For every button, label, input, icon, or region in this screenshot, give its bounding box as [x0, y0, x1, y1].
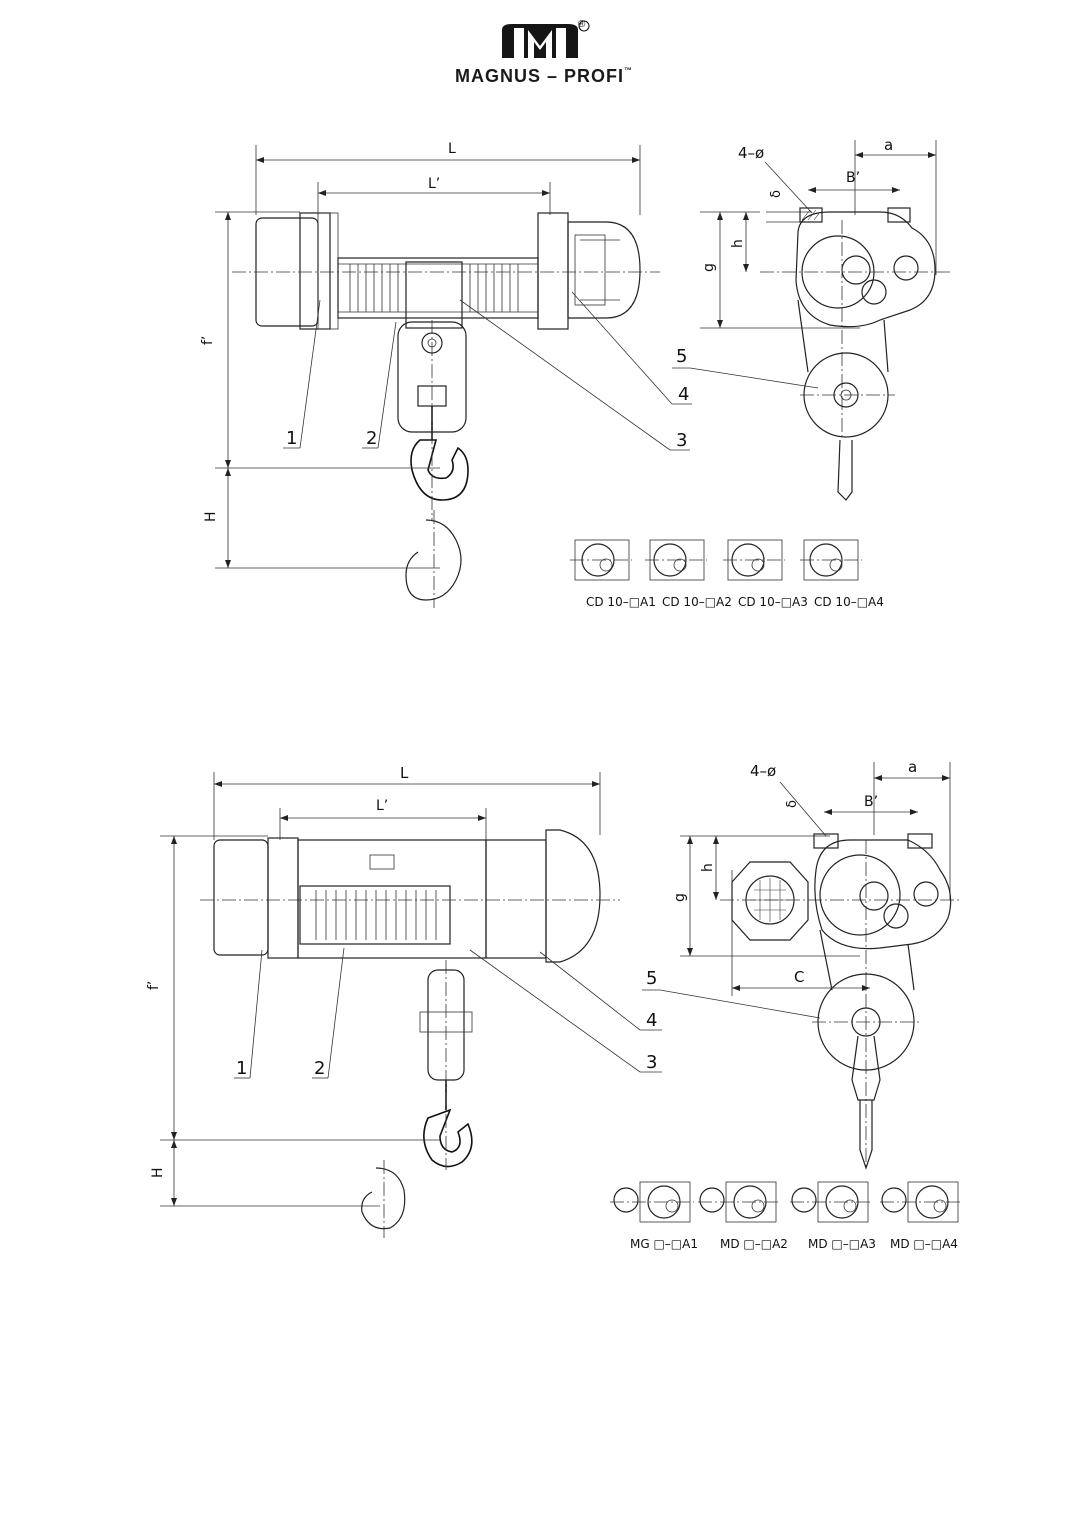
bottom-variant-icons: MG □–□A1 MD □–□A2 MD □–□A3 MD □–□A4 [610, 1181, 962, 1251]
dim-h-bottom: h [700, 863, 716, 872]
dim-g-bottom: g [672, 893, 688, 902]
variant-label-md-a4: MD □–□A4 [890, 1237, 958, 1251]
variant-label-cd-a3: CD 10–□A3 [738, 595, 808, 609]
variant-icon-cd-a3 [723, 539, 785, 581]
dim-L-top: L [448, 141, 456, 157]
dim-H-top: H [203, 511, 219, 522]
top-front-view: L L’ [200, 141, 692, 608]
dim-hole-top: 4–ø [738, 144, 764, 162]
callout-1-bottom: 1 [236, 1058, 247, 1079]
variant-icon-mg-a1 [610, 1181, 694, 1223]
variant-icon-cd-a1 [570, 539, 632, 581]
motor-grille [750, 878, 790, 922]
callout-2-bottom: 2 [314, 1058, 325, 1079]
brand-logo [440, 18, 650, 98]
dim-Lprime-bottom: L’ [376, 798, 388, 814]
bottom-side-view: a B’ 4–ø δ h g C [642, 758, 960, 1170]
variant-label-cd-a4: CD 10–□A4 [814, 595, 884, 609]
dim-C-bottom: C [794, 968, 804, 986]
trademark-mark: ™ [624, 66, 633, 75]
callout-5-top: 5 [676, 346, 687, 367]
variant-label-md-a3: MD □–□A3 [808, 1237, 876, 1251]
dim-L-bottom: L [400, 764, 409, 782]
top-side-view: a B’ 4–ø δ h g [672, 136, 950, 501]
variant-label-mg-a1: MG □–□A1 [630, 1237, 698, 1251]
brand-name-text: MAGNUS – PROFI [454, 66, 624, 86]
brand-name: MAGNUS – PROFI™ [444, 66, 644, 87]
dim-H-bottom: H [150, 1167, 166, 1178]
dim-Bprime-bottom: B’ [864, 794, 878, 810]
variant-icon-md-a2 [698, 1181, 780, 1223]
variant-icon-cd-a2 [645, 539, 707, 581]
variant-label-cd-a2: CD 10–□A2 [662, 595, 732, 609]
dim-h-top: h [730, 239, 746, 248]
dim-fprime-top: f’ [200, 336, 216, 345]
dim-g-top: g [701, 263, 717, 272]
bottom-front-view: L L’ f’ H [146, 764, 662, 1238]
variant-icon-cd-a4 [800, 539, 862, 581]
dim-delta-top: δ [769, 190, 784, 198]
variant-icon-md-a4 [880, 1181, 962, 1223]
dim-hole-bottom: 4–ø [750, 762, 776, 780]
dim-fprime-bottom: f’ [146, 981, 162, 990]
dim-Lprime-top: L’ [428, 176, 440, 192]
drum-grooves-bottom [315, 890, 437, 940]
variant-label-md-a2: MD □–□A2 [720, 1237, 788, 1251]
top-variant-icons: CD 10–□A1 CD 10–□A2 CD 10–□A3 CD 10–□A4 [570, 539, 884, 609]
logo-mark-icon [502, 20, 590, 58]
callout-3-bottom: 3 [646, 1052, 657, 1073]
callout-5-bottom: 5 [646, 968, 657, 989]
variant-label-cd-a1: CD 10–□A1 [586, 595, 656, 609]
registered-mark: ® [578, 19, 586, 30]
callout-2-top: 2 [366, 428, 377, 449]
callout-1-top: 1 [286, 428, 297, 449]
callout-3-top: 3 [676, 430, 687, 451]
dim-a-top: a [884, 136, 893, 154]
callout-4-top: 4 [678, 384, 689, 405]
drum-grooves-top [349, 264, 519, 312]
dim-Bprime-top: B’ [846, 170, 860, 186]
callout-4-bottom: 4 [646, 1010, 657, 1031]
dim-delta-bottom: δ [785, 800, 800, 808]
variant-icon-md-a3 [790, 1181, 872, 1223]
dim-a-bottom: a [908, 758, 917, 776]
